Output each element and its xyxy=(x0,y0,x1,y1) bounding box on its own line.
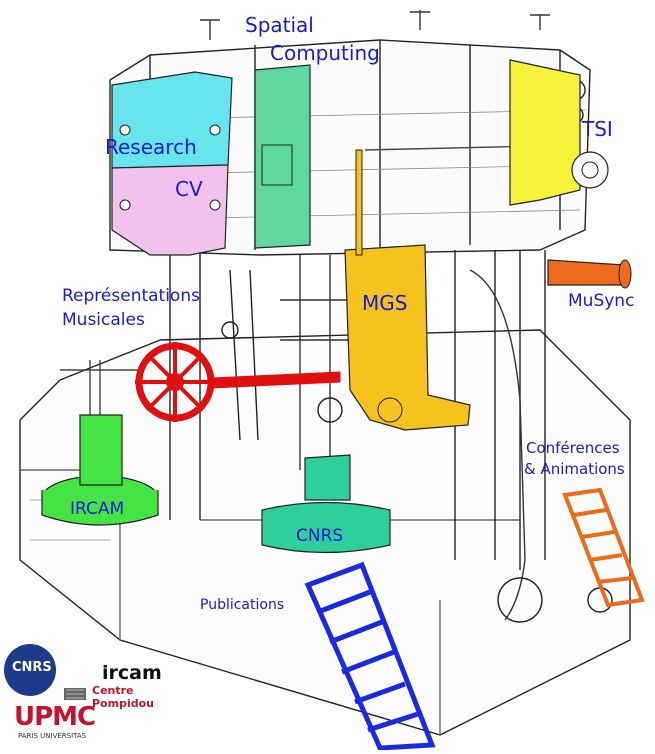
nav-representations-line2[interactable]: Musicales xyxy=(62,311,145,330)
tsi-panel xyxy=(510,60,580,205)
nav-cnrs[interactable]: CNRS xyxy=(296,527,343,546)
cv-panel xyxy=(112,165,228,255)
nav-spatial-computing-line1[interactable]: Spatial xyxy=(245,14,314,36)
nav-tsi[interactable]: TSI xyxy=(582,118,613,140)
nav-conferences-line1[interactable]: Conférences xyxy=(526,440,620,457)
nav-cv[interactable]: CV xyxy=(175,178,203,200)
musync-pipe xyxy=(548,260,625,285)
ircam-cylinder xyxy=(80,415,122,485)
mgs-rod xyxy=(356,150,362,255)
nav-ircam[interactable]: IRCAM xyxy=(70,500,124,519)
nav-conferences-line2[interactable]: & Animations xyxy=(524,461,625,478)
nav-publications[interactable]: Publications xyxy=(200,598,284,613)
nav-research[interactable]: Research xyxy=(105,136,197,158)
upmc-logo: UPMC xyxy=(14,702,95,732)
nav-spatial-computing-line2[interactable]: Computing xyxy=(270,42,380,64)
nav-musync[interactable]: MuSync xyxy=(568,292,634,311)
centre-pompidou-logo-line2: Pompidou xyxy=(92,697,154,710)
cnrs-logo: CNRS xyxy=(12,660,52,675)
nav-representations-line1[interactable]: Représentations xyxy=(62,287,200,306)
nav-mgs[interactable]: MGS xyxy=(362,292,407,314)
cnrs-cylinder xyxy=(305,455,350,500)
upmc-paris-universitas: PARIS UNIVERSITAS xyxy=(18,732,86,740)
partner-logos: CNRS ircam Centre Pompidou UPMC PARIS UN… xyxy=(0,640,160,750)
spatial-panel xyxy=(255,65,310,248)
ircam-logo: ircam xyxy=(102,662,162,684)
centre-pompidou-logo-line1: Centre xyxy=(92,684,134,697)
